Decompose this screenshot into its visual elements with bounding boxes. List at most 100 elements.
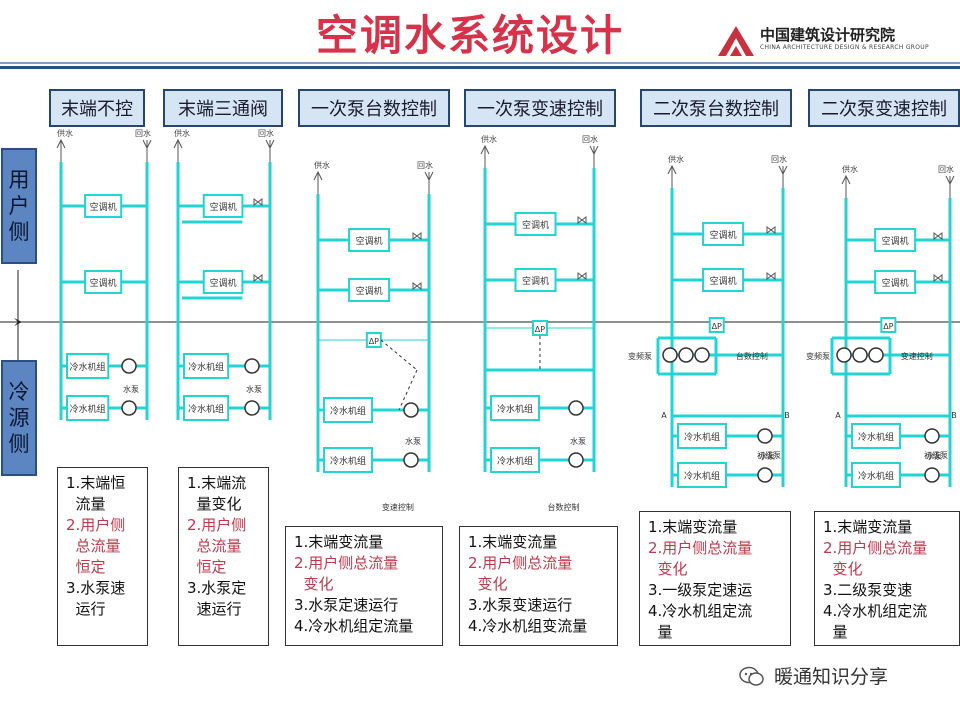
- ahu-label: 空调机: [522, 219, 549, 231]
- note-item: 4.冷水机组变流量: [468, 617, 588, 635]
- pump-icon: [868, 347, 884, 363]
- note-item: 3.水泵变速运行: [468, 596, 573, 614]
- control-label: 台数控制: [547, 502, 579, 512]
- pump-icon: [403, 402, 419, 418]
- note-item: 2.用户侧总流量 变化: [294, 554, 399, 593]
- supply-label: 供水: [668, 154, 684, 164]
- valve-icon: [577, 216, 587, 224]
- user-side-char: 侧: [8, 220, 30, 245]
- pump-icon: [757, 467, 773, 483]
- chiller-box: [323, 397, 373, 423]
- note-item: 1.末端流 量变化: [187, 474, 247, 513]
- ahu-label: 空调机: [356, 235, 383, 247]
- ahu-label: 空调机: [90, 201, 117, 213]
- ahu-label: 空调机: [90, 277, 117, 289]
- chiller-label: 冷水机组: [188, 403, 224, 415]
- note-item: 4.冷水机组定流 量: [823, 602, 928, 641]
- supply-arrow-icon: [841, 174, 851, 185]
- chiller-label: 冷水机组: [330, 405, 366, 417]
- pump-label: 水泵: [759, 451, 775, 461]
- pump-icon: [121, 400, 137, 416]
- note-item: 2.用户侧 总流量 恒定: [187, 516, 247, 576]
- valve-icon: [253, 274, 263, 282]
- pump-icon: [836, 347, 852, 363]
- pump-icon: [568, 452, 584, 468]
- ahu-label: 空调机: [882, 277, 909, 289]
- ahu-box: [874, 228, 917, 252]
- logo-name: 中国建筑设计研究院: [760, 26, 896, 44]
- ahu-box: [702, 222, 745, 246]
- return-label: 回水: [135, 128, 151, 138]
- column-header-2: 末端三通阀: [163, 89, 283, 127]
- pump-icon: [121, 358, 137, 374]
- supply-arrow-icon: [313, 170, 323, 181]
- note-item: 3.一级泵定速运: [648, 581, 753, 599]
- ahu-box: [348, 228, 391, 252]
- return-arrow-icon: [265, 139, 275, 150]
- logo-mark-icon: [718, 26, 754, 56]
- supply-arrow-icon: [667, 164, 677, 175]
- pipe-line: [380, 339, 418, 371]
- valve-icon: [253, 198, 263, 206]
- ahu-box: [84, 194, 123, 218]
- dp-label: ΔP: [883, 322, 893, 331]
- user-side-char: 用: [8, 167, 30, 192]
- pump-label: 初级泵: [757, 450, 781, 460]
- dp-box: [880, 317, 897, 333]
- pump-icon: [244, 400, 260, 416]
- chiller-box: [677, 423, 727, 449]
- return-label: 回水: [417, 160, 433, 170]
- note-item: 2.用户侧总流量 变化: [648, 539, 753, 578]
- dp-label: ΔP: [712, 322, 722, 331]
- note-item: 2.用户侧总流量 变化: [468, 554, 573, 593]
- ahu-label: 空调机: [210, 277, 237, 289]
- pump-icon: [852, 347, 868, 363]
- pump-label: 水泵: [405, 436, 421, 446]
- valve-icon: [766, 226, 776, 234]
- pump-icon: [757, 428, 773, 444]
- title-rule-lower: [0, 66, 960, 69]
- pump-icon: [924, 428, 940, 444]
- supply-label: 供水: [481, 134, 497, 144]
- note-item: 3.二级泵变速: [823, 581, 913, 599]
- chiller-label: 冷水机组: [858, 470, 894, 482]
- ahu-box: [874, 270, 917, 294]
- column-header-3: 一次泵台数控制: [298, 89, 450, 127]
- pump-icon: [244, 358, 260, 374]
- pump-icon: [924, 467, 940, 483]
- divider-marker-icon: [14, 318, 22, 326]
- valve-icon: [766, 272, 776, 280]
- return-arrow-icon: [778, 165, 788, 176]
- note-item: 2.用户侧 总流量 恒定: [66, 516, 126, 576]
- pump-label: 水泵: [570, 436, 586, 446]
- dp-box: [531, 320, 548, 336]
- note-item: 1.末端变流量: [294, 533, 384, 551]
- chiller-label: 冷水机组: [497, 403, 533, 415]
- ahu-box: [348, 278, 391, 302]
- ahu-label: 空调机: [882, 235, 909, 247]
- dp-box: [365, 332, 382, 348]
- ahu-label: 空调机: [210, 201, 237, 213]
- ahu-label: 空调机: [356, 285, 383, 297]
- pump-type-label: 变频泵: [806, 351, 830, 361]
- ahu-box: [514, 268, 557, 292]
- supply-label: 供水: [314, 160, 330, 170]
- return-arrow-icon: [142, 139, 152, 150]
- chiller-label: 冷水机组: [188, 361, 224, 373]
- point-a-label: A: [835, 411, 841, 420]
- note-item: 1.末端恒 流量: [66, 474, 126, 513]
- pump-label: 水泵: [123, 384, 139, 394]
- pipe-line: [398, 369, 418, 411]
- supply-arrow-icon: [480, 144, 490, 155]
- note-item: 4.冷水机组定流 量: [648, 602, 753, 641]
- ahu-label: 空调机: [710, 229, 737, 241]
- pump-type-label: 变频泵: [628, 351, 652, 361]
- supply-arrow-icon: [56, 138, 66, 149]
- point-a-label: A: [661, 411, 667, 420]
- return-label: 回水: [582, 134, 598, 144]
- valve-icon: [412, 232, 422, 240]
- note-item: 3.水泵速 运行: [66, 579, 126, 618]
